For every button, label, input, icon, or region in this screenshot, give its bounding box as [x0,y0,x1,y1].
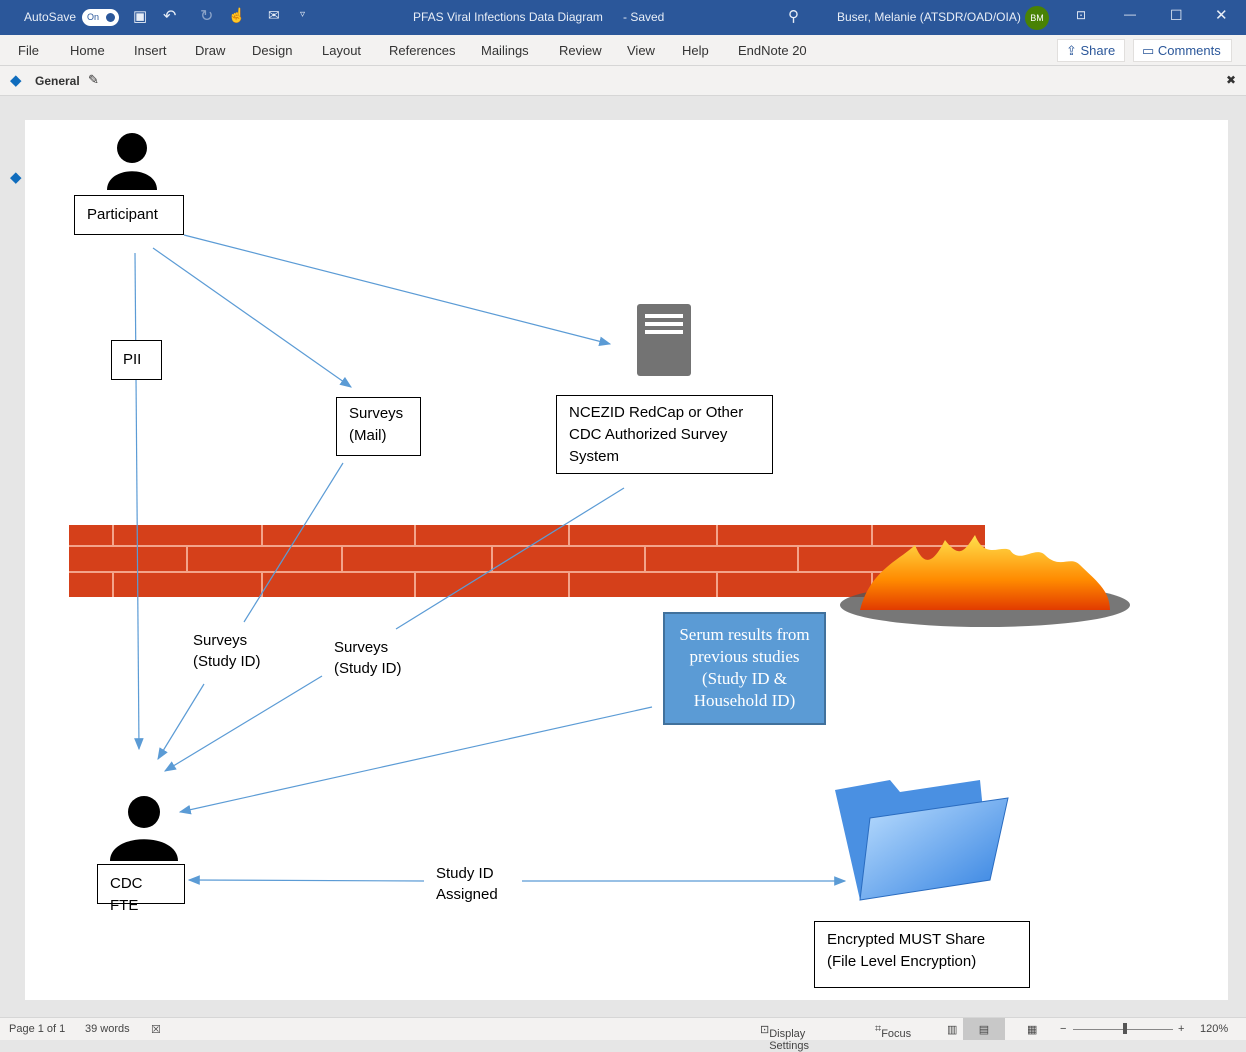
label-line: (Study ID) [193,653,261,670]
proofing-icon[interactable]: ☒ [151,1024,161,1036]
document-title: PFAS Viral Infections Data Diagram [413,10,603,24]
box-line: CDC Authorized Survey [569,426,728,443]
page-count[interactable]: Page 1 of 1 [9,1023,66,1035]
tab-references[interactable]: References [389,43,456,58]
comments-label: Comments [1157,43,1221,58]
focus-button[interactable]: ⌗ Focus [875,1023,912,1040]
folder-icon [835,780,1009,901]
display-settings-button[interactable]: ⊡ Display Settings [760,1024,809,1052]
cdc-fte-box[interactable]: CDC FTE [97,864,185,914]
zoom-slider-thumb[interactable] [1123,1023,1127,1034]
zoom-out-button[interactable]: − [1060,1023,1067,1035]
minimize-icon[interactable]: — [1124,7,1136,21]
tag-icon: ◆ [10,169,22,186]
share-icon: ⇪ [1066,43,1081,58]
cdc-fte-person-icon [110,796,178,861]
serum-results-box[interactable]: Serum results from previous studies (Study… [663,612,826,725]
tab-insert[interactable]: Insert [134,43,167,58]
word-count[interactable]: 39 words [85,1023,130,1035]
undo-icon[interactable]: ↶ [163,8,177,25]
label-line: Surveys [193,632,248,649]
box-line: (Study ID & [702,669,787,688]
redo-icon[interactable]: ↻ [200,8,214,25]
box-line: Encrypted MUST Share [827,931,986,948]
tab-view[interactable]: View [627,43,655,58]
box-line: System [569,448,620,465]
user-name[interactable]: Buser, Melanie (ATSDR/OAD/OIA) [837,10,1021,24]
title-bar: AutoSave On ▣ ↶ ↻ ☝ ✉ ▿ PFAS Viral Infec… [0,0,1246,35]
label-line: Surveys [334,639,389,656]
share-label: Share [1080,43,1116,58]
status-bar: Page 1 of 1 39 words ☒ ⊡ Display Setting… [0,1017,1246,1052]
box-line: previous studies [689,647,800,666]
focus-label: Focus [881,1028,912,1040]
box-line: Household ID) [693,691,796,710]
comment-icon: ▭ [1142,43,1158,58]
encrypted-box[interactable]: Encrypted MUST Share (File Level Encrypti… [814,921,1030,988]
comments-button[interactable]: ▭ Comments [1133,39,1232,62]
label-line: Assigned [436,886,498,903]
flow-arrows [134,234,847,886]
zoom-in-button[interactable]: + [1178,1023,1185,1035]
tab-review[interactable]: Review [559,43,602,58]
label-line: Study ID [436,865,494,882]
tab-mailings[interactable]: Mailings [481,43,529,58]
study-id-assigned-label: Study ID Assigned [436,863,498,905]
tab-file[interactable]: File [18,43,39,58]
attach-icon[interactable]: ✉ [268,7,280,23]
save-icon[interactable]: ▣ [133,8,148,25]
box-line: NCEZID RedCap or Other [569,404,744,421]
ribbon-tabs: File Home Insert Draw Design Layout Refe… [0,35,1246,66]
avatar[interactable]: BM [1025,6,1049,30]
tab-design[interactable]: Design [252,43,293,58]
tab-layout[interactable]: Layout [322,43,362,58]
web-layout-icon[interactable]: ▦ [1027,1024,1038,1036]
surveys-mail-box[interactable]: Surveys (Mail) [336,397,421,456]
maximize-icon[interactable]: ☐ [1170,7,1183,23]
tab-home[interactable]: Home [70,43,105,58]
saved-status[interactable]: - Saved [623,10,665,24]
read-mode-icon[interactable]: ▥ [947,1024,958,1036]
box-line: Serum results from [679,625,810,644]
box-line: (Mail) [349,427,387,444]
share-button[interactable]: ⇪ Share [1057,39,1125,62]
customize-toolbar-icon[interactable]: ▿ [300,9,306,20]
autosave-label: AutoSave [24,10,77,24]
tab-help[interactable]: Help [682,43,709,58]
ribbon-display-icon[interactable]: ⊡ [1076,8,1087,22]
label-line: (Study ID) [334,660,402,677]
box-line: Surveys [349,405,404,422]
surveys-study-id-label-1: Surveys (Study ID) [193,630,261,672]
sensitivity-label[interactable]: General [35,74,80,88]
autosave-toggle[interactable]: On [82,9,119,26]
tab-draw[interactable]: Draw [195,43,226,58]
tab-endnote[interactable]: EndNote 20 [738,43,807,58]
pii-box[interactable]: PII [111,340,162,380]
display-settings-label: Display Settings [769,1028,809,1052]
tag-icon: ◆ [10,72,22,89]
print-layout-icon[interactable]: ▤ [963,1018,1005,1040]
close-bar-icon[interactable]: ✖ [1226,73,1237,87]
touch-mode-icon[interactable]: ☝ [228,7,246,23]
zoom-level[interactable]: 120% [1200,1023,1229,1035]
participant-box[interactable]: Participant [74,195,184,235]
firewall-brick-wall [69,525,985,597]
participant-person-icon [107,133,157,190]
edit-icon[interactable]: ✎ [88,72,99,87]
server-icon [637,304,691,376]
box-line: (File Level Encryption) [827,953,977,970]
fire-icon [840,535,1130,627]
surveys-study-id-label-2: Surveys (Study ID) [334,637,402,679]
sensitivity-bar: ◆ General ✎ ✖ [0,66,1246,96]
search-icon[interactable]: ⚲ [788,8,799,25]
close-icon[interactable]: ✕ [1215,7,1228,24]
